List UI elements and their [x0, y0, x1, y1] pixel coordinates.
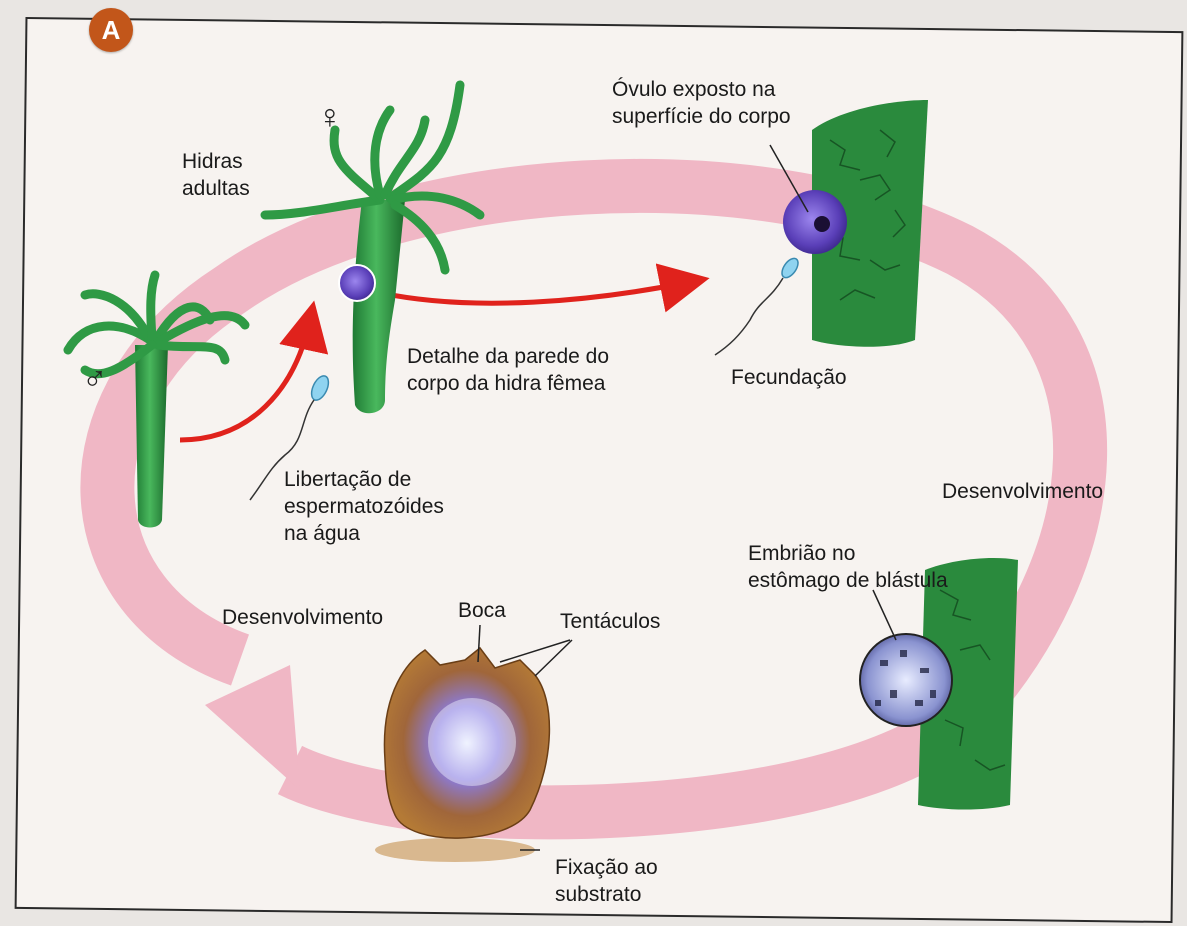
- label-embriao: Embrião no estômago de blástula: [748, 540, 948, 594]
- cycle-arrowhead: [205, 665, 300, 790]
- panel-letter-badge: A: [89, 8, 133, 52]
- detail-arrow: [368, 282, 690, 303]
- body-wall-detail-top: [715, 100, 928, 355]
- male-symbol: ♂: [82, 362, 108, 396]
- label-detalhe-parede: Detalhe da parede do corpo da hidra fême…: [407, 343, 609, 397]
- label-fixacao: Fixação ao substrato: [555, 854, 658, 908]
- label-boca: Boca: [458, 597, 506, 624]
- label-desenvolvimento-left: Desenvolvimento: [222, 604, 383, 631]
- label-hidras-adultas: Hidras adultas: [182, 148, 250, 202]
- label-desenvolvimento-right: Desenvolvimento: [942, 478, 1103, 505]
- label-tentaculos: Tentáculos: [560, 608, 660, 635]
- female-symbol: ♀: [317, 100, 343, 134]
- label-libertacao: Libertação de espermatozóides na água: [284, 466, 444, 547]
- label-fecundacao: Fecundação: [731, 364, 847, 391]
- label-ovulo-exposto: Óvulo exposto na superfície do corpo: [612, 76, 791, 130]
